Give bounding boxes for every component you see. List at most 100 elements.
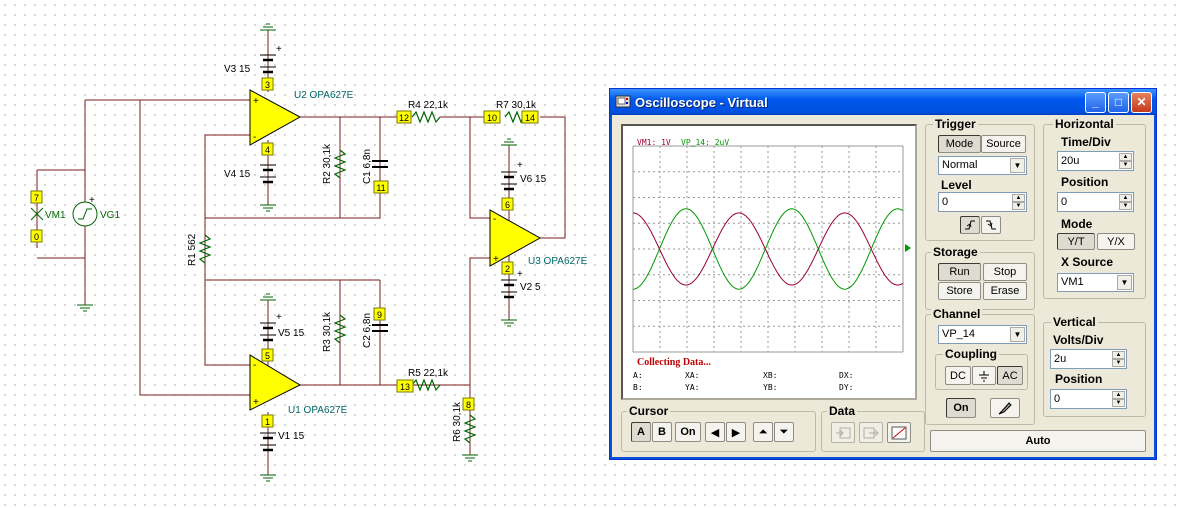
label-v3: V3 15 xyxy=(224,64,251,75)
spin-up-icon[interactable]: ▲ xyxy=(1012,194,1025,202)
spin-up-icon[interactable]: ▲ xyxy=(1112,391,1125,399)
ac-coupling-button[interactable]: AC xyxy=(997,366,1023,385)
falling-edge-button[interactable] xyxy=(981,216,1001,234)
maximize-button[interactable]: □ xyxy=(1108,92,1129,113)
node-label: 8 xyxy=(466,400,471,410)
status-text: Collecting Data... xyxy=(637,357,711,368)
cursor-up-button[interactable]: ⏶ xyxy=(753,422,773,442)
spin-down-icon[interactable]: ▼ xyxy=(1112,399,1125,407)
cursor-left-button[interactable]: ◀ xyxy=(705,422,725,442)
cursor-right-button[interactable]: ▶ xyxy=(726,422,746,442)
chevron-down-icon[interactable]: ▼ xyxy=(1010,158,1025,173)
cursor-down-button[interactable]: ⏷ xyxy=(774,422,794,442)
time-div-label: Time/Div xyxy=(1061,135,1111,149)
scope-plot xyxy=(632,145,911,353)
arrow-left-icon: ◀ xyxy=(710,426,720,439)
spin-down-icon[interactable]: ▼ xyxy=(1112,359,1125,367)
spin-down-icon[interactable]: ▼ xyxy=(1119,161,1132,169)
chevron-down-icon[interactable]: ▼ xyxy=(1010,327,1025,342)
run-button[interactable]: Run xyxy=(938,263,981,281)
plus-sign: + xyxy=(517,160,523,171)
cursor-on-button[interactable]: On xyxy=(675,422,701,442)
minus-sign: - xyxy=(253,360,256,371)
mode-yx-button[interactable]: Y/X xyxy=(1097,233,1135,250)
ground-coupling-button[interactable] xyxy=(972,366,996,385)
channel-label: Channel xyxy=(931,307,983,321)
node-label: 3 xyxy=(265,80,270,90)
cursor-b-button[interactable]: B xyxy=(652,422,672,442)
spin-down-icon[interactable]: ▼ xyxy=(1012,202,1025,210)
readout-dx: DX: xyxy=(839,371,854,380)
time-div-field[interactable]: 20u ▲ ▼ xyxy=(1057,151,1134,171)
trigger-source-button[interactable]: Source xyxy=(981,135,1026,153)
node-label: 5 xyxy=(265,351,270,361)
label-v2: V2 5 xyxy=(520,282,541,293)
label-u2: U2 OPA627E xyxy=(294,90,354,101)
scope-screen[interactable]: VM1: 1V VP_14: 2uV Collecting Data... A:… xyxy=(621,124,917,400)
node-label: 0 xyxy=(34,232,39,242)
probe-button[interactable] xyxy=(990,398,1020,418)
channel-on-button[interactable]: On xyxy=(946,398,976,418)
label-v6: V6 15 xyxy=(520,174,547,185)
close-button[interactable]: ✕ xyxy=(1131,92,1152,113)
spin-up-icon[interactable]: ▲ xyxy=(1119,194,1132,202)
label-vg1: VG1 xyxy=(100,210,120,221)
label-r4: R4 22,1k xyxy=(408,100,449,111)
minimize-button[interactable]: _ xyxy=(1085,92,1106,113)
trigger-level-value: 0 xyxy=(942,196,949,208)
rising-edge-button[interactable] xyxy=(960,216,980,234)
spin-up-icon[interactable]: ▲ xyxy=(1119,153,1132,161)
h-position-field[interactable]: 0 ▲ ▼ xyxy=(1057,192,1134,212)
label-r1: R1 562 xyxy=(187,233,198,266)
trigger-level-field[interactable]: 0 ▲ ▼ xyxy=(938,192,1027,212)
node-label: 12 xyxy=(399,113,409,123)
data-chart-button[interactable] xyxy=(887,422,911,443)
trigger-mode-select[interactable]: Normal ▼ xyxy=(938,156,1027,175)
oscilloscope-window[interactable]: Oscilloscope - Virtual _ □ ✕ VM1: 1V VP_… xyxy=(609,88,1157,460)
falling-edge-icon xyxy=(986,220,996,230)
erase-button[interactable]: Erase xyxy=(983,282,1027,300)
probe-icon xyxy=(998,402,1012,415)
rising-edge-icon xyxy=(965,220,975,230)
title-bar[interactable]: Oscilloscope - Virtual _ □ ✕ xyxy=(610,89,1156,115)
plus-sign: + xyxy=(276,312,282,323)
x-source-select[interactable]: VM1 ▼ xyxy=(1057,273,1134,292)
auto-button[interactable]: Auto xyxy=(930,430,1146,452)
volts-div-field[interactable]: 2u ▲ ▼ xyxy=(1050,349,1127,369)
data-export-button[interactable] xyxy=(859,422,883,443)
label-r7: R7 30,1k xyxy=(496,100,537,111)
stop-button[interactable]: Stop xyxy=(983,263,1027,281)
arrow-down-icon: ⏷ xyxy=(779,425,789,438)
label-c2: C2 6,8n xyxy=(362,313,373,348)
label-r5: R5 22,1k xyxy=(408,368,449,379)
readout-xa: XA: xyxy=(685,371,700,380)
readout-yb: YB: xyxy=(763,383,778,392)
trigger-mode-button[interactable]: Mode xyxy=(938,135,981,153)
v-position-field[interactable]: 0 ▲ ▼ xyxy=(1050,389,1127,409)
channel-select[interactable]: VP_14 ▼ xyxy=(938,325,1027,344)
plus-sign: + xyxy=(493,254,499,265)
import-icon xyxy=(836,427,851,438)
spin-down-icon[interactable]: ▼ xyxy=(1119,202,1132,210)
spin-up-icon[interactable]: ▲ xyxy=(1112,351,1125,359)
x-source-value: VM1 xyxy=(1061,276,1084,288)
readout-dy: DY: xyxy=(839,383,854,392)
h-position-label: Position xyxy=(1061,175,1109,189)
chart-icon xyxy=(891,426,907,439)
minus-sign: - xyxy=(253,132,256,143)
dc-coupling-button[interactable]: DC xyxy=(945,366,971,385)
mode-yt-button[interactable]: Y/T xyxy=(1057,233,1095,250)
store-button[interactable]: Store xyxy=(938,282,981,300)
trigger-group xyxy=(925,124,1035,241)
data-import-button[interactable] xyxy=(831,422,855,443)
trigger-level-label: Level xyxy=(941,178,972,192)
readout-b: B: xyxy=(633,383,643,392)
plus-sign: + xyxy=(253,96,259,107)
time-div-value: 20u xyxy=(1061,155,1080,167)
opamp-u3 xyxy=(489,209,542,267)
v-position-value: 0 xyxy=(1054,393,1061,405)
node-label: 9 xyxy=(377,310,382,320)
node-label: 11 xyxy=(376,183,385,193)
cursor-a-button[interactable]: A xyxy=(631,422,651,442)
chevron-down-icon[interactable]: ▼ xyxy=(1117,275,1132,290)
